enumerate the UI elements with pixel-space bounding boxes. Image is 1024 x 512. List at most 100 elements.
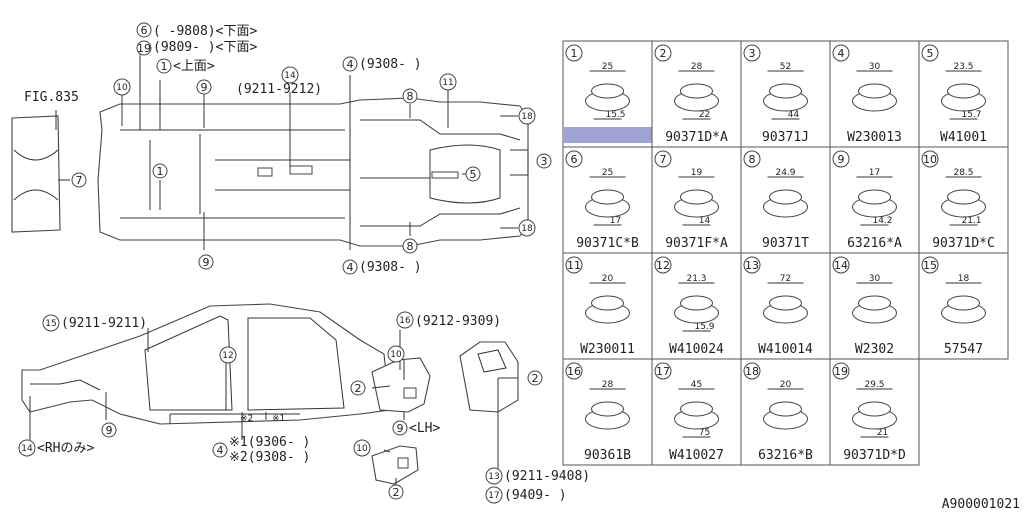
svg-text:13: 13 bbox=[488, 472, 499, 482]
svg-text:(9211-9211): (9211-9211) bbox=[61, 316, 147, 331]
part-number: 10 bbox=[923, 153, 937, 166]
svg-text:18: 18 bbox=[521, 224, 533, 234]
svg-text:※1(9306- ): ※1(9306- ) bbox=[229, 435, 310, 450]
part-number: 17 bbox=[656, 365, 670, 378]
dimension-label: 30 bbox=[869, 62, 881, 72]
svg-text:2: 2 bbox=[393, 486, 400, 499]
part-code: 90371J bbox=[762, 130, 809, 145]
svg-text:1: 1 bbox=[157, 165, 164, 178]
dimension-label: 24.9 bbox=[775, 168, 795, 178]
part-code: 90371D*A bbox=[665, 130, 728, 145]
dimension-label: 28 bbox=[691, 62, 703, 72]
svg-text:5: 5 bbox=[470, 168, 477, 181]
part-code: 90371D*D bbox=[843, 448, 906, 463]
svg-text:(9809- )<下面>: (9809- )<下面> bbox=[153, 40, 257, 55]
part-code: W41001 bbox=[940, 130, 987, 145]
dimension-label: 18 bbox=[958, 274, 970, 284]
figure-reference: FIG.835 bbox=[24, 90, 79, 105]
part-code: 90371D*C bbox=[932, 236, 995, 251]
svg-text:9: 9 bbox=[397, 422, 404, 435]
selected-part-highlight bbox=[564, 127, 661, 143]
svg-text:10: 10 bbox=[390, 350, 402, 360]
svg-text:6: 6 bbox=[141, 24, 148, 37]
part-number: 18 bbox=[745, 365, 759, 378]
svg-text:9: 9 bbox=[203, 256, 210, 269]
dimension-label: 28.5 bbox=[953, 168, 973, 178]
part-number: 8 bbox=[749, 153, 756, 166]
dimension-label: 14.2 bbox=[872, 216, 892, 226]
dimension-label: 14 bbox=[699, 216, 711, 226]
svg-text:(9409- ): (9409- ) bbox=[504, 488, 567, 503]
part-number: 4 bbox=[838, 47, 845, 60]
dimension-label: 19 bbox=[691, 168, 703, 178]
dimension-label: 72 bbox=[780, 274, 791, 284]
part-number: 14 bbox=[834, 259, 848, 272]
dimension-label: 25 bbox=[602, 168, 613, 178]
part-cell: 15 18 57547 bbox=[918, 252, 1009, 360]
part-code: W230013 bbox=[847, 130, 902, 145]
dimension-label: 17 bbox=[869, 168, 880, 178]
svg-text:11: 11 bbox=[442, 78, 453, 88]
dimension-label: 20 bbox=[602, 274, 614, 284]
part-cell: 10 28.5 21.1 90371D*C bbox=[918, 146, 1009, 254]
part-number: 12 bbox=[656, 259, 670, 272]
svg-text:16: 16 bbox=[399, 316, 411, 326]
svg-text:19: 19 bbox=[137, 42, 151, 55]
dimension-label: 21 bbox=[877, 428, 888, 438]
catalog-number: A900001021 bbox=[942, 497, 1020, 512]
dimension-label: 29.5 bbox=[864, 380, 884, 390]
dimension-label: 21.1 bbox=[961, 216, 981, 226]
svg-text:<RHのみ>: <RHのみ> bbox=[37, 441, 94, 456]
svg-text:7: 7 bbox=[76, 174, 83, 187]
svg-text:<上面>: <上面> bbox=[173, 59, 215, 74]
part-code: W230011 bbox=[580, 342, 635, 357]
svg-text:(9308- ): (9308- ) bbox=[359, 57, 422, 72]
svg-text:<LH>: <LH> bbox=[409, 421, 440, 436]
part-cell: 6 25 17 90371C*B bbox=[562, 146, 653, 254]
part-number: 9 bbox=[838, 153, 845, 166]
part-number: 11 bbox=[567, 259, 581, 272]
part-number: 15 bbox=[923, 259, 937, 272]
dimension-label: 28 bbox=[602, 380, 614, 390]
part-code: W410014 bbox=[758, 342, 813, 357]
svg-text:14: 14 bbox=[21, 444, 33, 454]
part-code: 90371F*A bbox=[665, 236, 728, 251]
part-code: 57547 bbox=[944, 342, 983, 357]
svg-text:8: 8 bbox=[407, 90, 414, 103]
part-code: 90361B bbox=[584, 448, 631, 463]
part-code: 90371C*B bbox=[576, 236, 639, 251]
svg-text:2: 2 bbox=[532, 372, 539, 385]
dimension-label: 15.5 bbox=[605, 110, 625, 120]
svg-text:10: 10 bbox=[116, 83, 128, 93]
part-code: 63216*B bbox=[758, 448, 813, 463]
callout-labels: FIG.835 6 ( -9808)<下面> 19 (9809- )<下面> 1… bbox=[18, 22, 1020, 512]
part-code: 63216*A bbox=[847, 236, 902, 251]
part-cell: 9 17 14.2 63216*A bbox=[829, 146, 920, 254]
side-body bbox=[21, 303, 519, 486]
svg-text:(9211-9408): (9211-9408) bbox=[504, 469, 590, 484]
dimension-label: 17 bbox=[610, 216, 621, 226]
dimension-label: 25 bbox=[602, 62, 613, 72]
svg-text:4: 4 bbox=[217, 444, 224, 457]
svg-text:8: 8 bbox=[407, 240, 414, 253]
part-number: 6 bbox=[571, 153, 578, 166]
svg-text:2: 2 bbox=[355, 382, 362, 395]
svg-text:※1: ※1 bbox=[272, 414, 285, 424]
part-cell: 8 24.9 90371T bbox=[740, 146, 831, 254]
dimension-label: 30 bbox=[869, 274, 881, 284]
part-number: 5 bbox=[927, 47, 934, 60]
svg-text:※2(9308- ): ※2(9308- ) bbox=[229, 450, 310, 465]
svg-text:(9308- ): (9308- ) bbox=[359, 260, 422, 275]
dimension-label: 23.5 bbox=[953, 62, 973, 72]
part-code: 90371T bbox=[762, 236, 809, 251]
svg-text:9: 9 bbox=[106, 424, 113, 437]
